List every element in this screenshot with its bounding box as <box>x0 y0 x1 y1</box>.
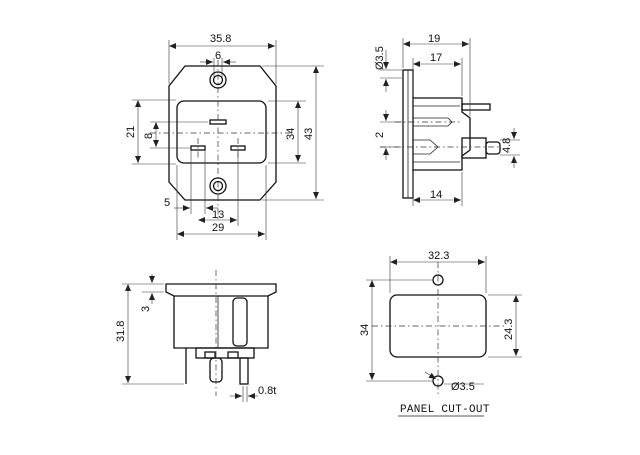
front-terminal-2 <box>239 357 249 385</box>
front-body <box>173 296 269 349</box>
dim-8: 8 <box>143 133 155 139</box>
dim-3: 3 <box>140 306 152 312</box>
dim-17: 17 <box>430 52 442 64</box>
front-terminal-block <box>195 347 255 359</box>
side-body <box>413 97 471 171</box>
dim-43: 43 <box>303 128 315 140</box>
dim-34: 34 <box>285 128 297 140</box>
socket-body-outline <box>176 100 267 164</box>
dim-5: 5 <box>164 197 170 209</box>
front-view: 31.8 3 0.8t <box>115 270 277 402</box>
dim-6: 6 <box>215 50 221 62</box>
dim-24-3: 24.3 <box>503 319 515 340</box>
side-view: 19 17 Ø3.5 2 4.8 14 <box>374 33 520 206</box>
cutout-view: 32.3 34 24.3 Ø3.5 PANEL CUT-OUT <box>359 250 522 417</box>
dim-19: 19 <box>428 33 440 45</box>
dim-31-8: 31.8 <box>115 321 127 342</box>
dim-32-3: 32.3 <box>428 250 449 262</box>
cutout-caption: PANEL CUT-OUT <box>400 404 490 416</box>
socket-flange-outline <box>168 65 277 201</box>
side-terminal-top <box>461 103 491 111</box>
dim-dia-3-5-side: Ø3.5 <box>374 46 386 70</box>
front-flange <box>165 283 277 297</box>
dim-14: 14 <box>430 189 442 201</box>
dim-2: 2 <box>374 132 386 138</box>
dim-29: 29 <box>212 222 224 234</box>
side-terminal-mid <box>461 137 487 159</box>
front-pin <box>232 297 248 347</box>
dim-34-cutout: 34 <box>359 324 371 336</box>
side-terminal-tab <box>485 141 501 155</box>
dim-0-8t: 0.8t <box>258 385 276 397</box>
dim-21: 21 <box>125 126 137 138</box>
dim-dia-3-5-cutout: Ø3.5 <box>451 381 475 393</box>
top-view: 35.8 6 34 43 21 8 5 13 <box>125 33 324 240</box>
dim-4-8: 4.8 <box>501 138 513 153</box>
dim-13: 13 <box>212 209 224 221</box>
dim-width-35-8: 35.8 <box>210 33 231 45</box>
pin-live <box>190 145 206 151</box>
